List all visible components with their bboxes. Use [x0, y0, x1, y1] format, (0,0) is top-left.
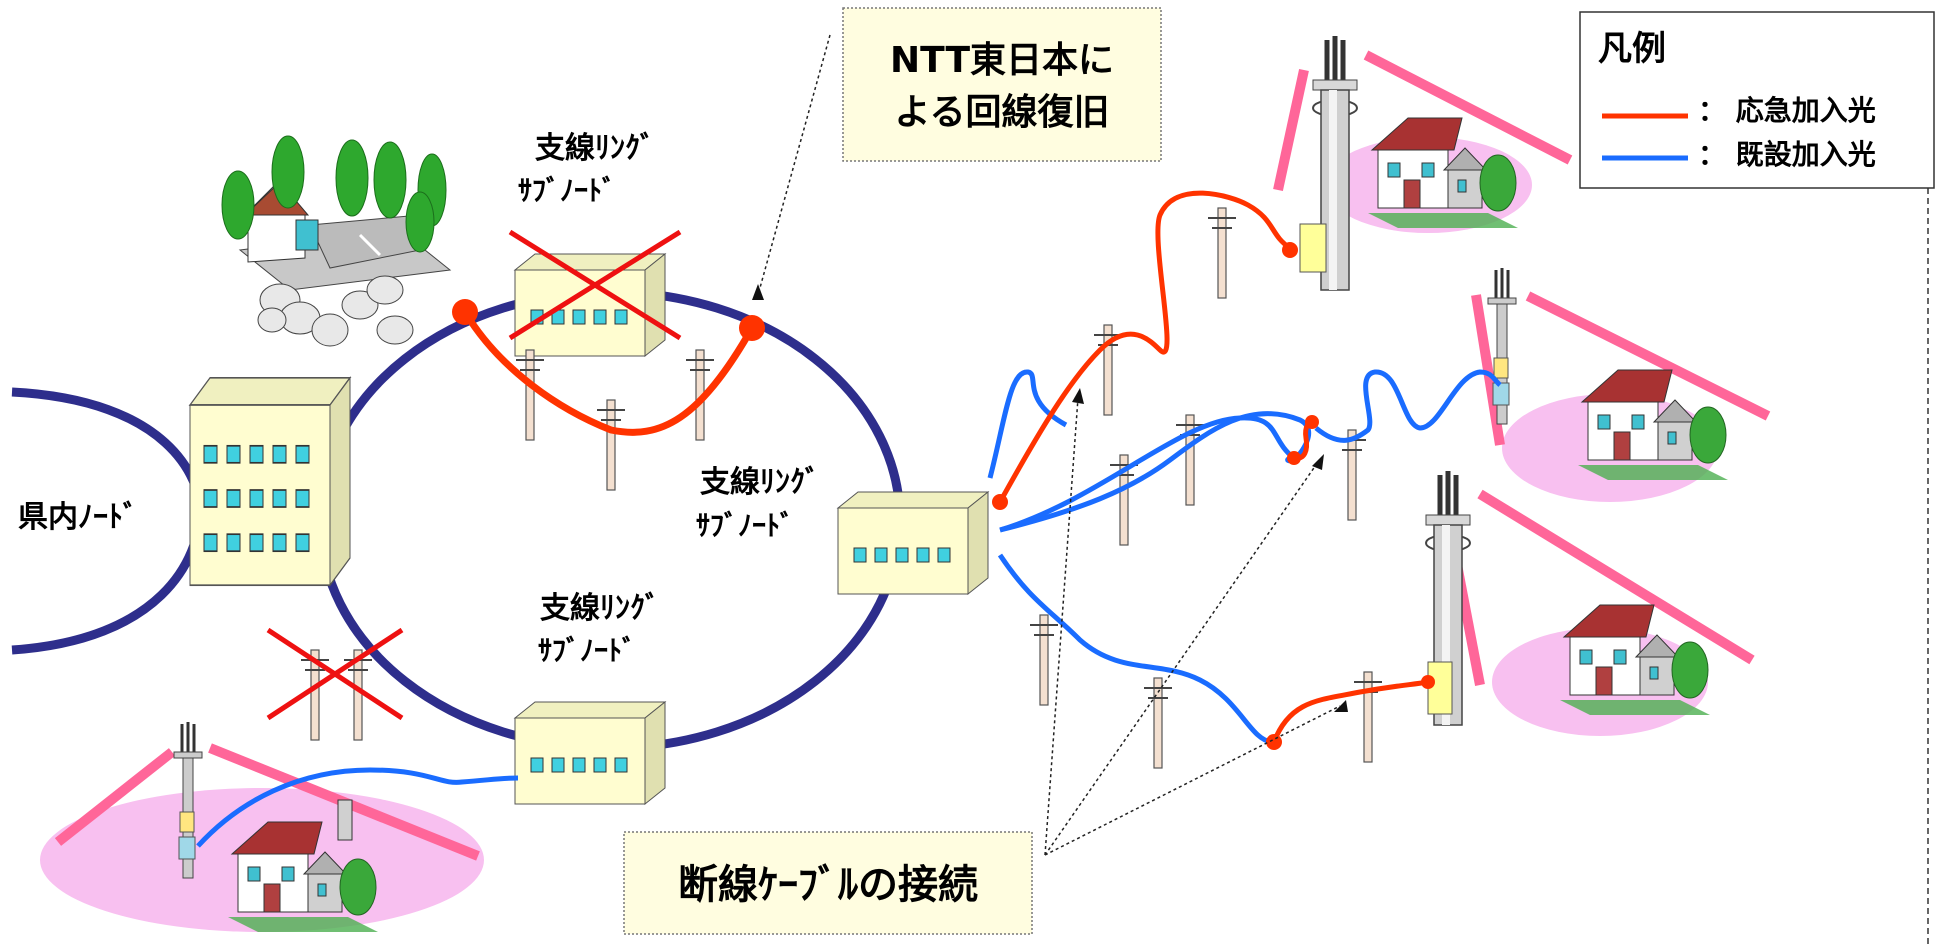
splice-point: [992, 494, 1008, 510]
utility-pole-icon: [1207, 207, 1237, 299]
prefectural-node-label: 県内ﾉｰﾄﾞ: [18, 500, 138, 535]
existing-fiber-line: [1314, 369, 1502, 443]
splice-point: [1266, 734, 1282, 750]
legend-emergency-label: ： 応急加入光: [1698, 94, 1876, 127]
cross-mark-icon: [508, 229, 682, 341]
emergency-fiber-line: [1271, 679, 1429, 743]
legend-existing-label: ： 既設加入光: [1698, 138, 1876, 171]
legend-title: 凡例: [1598, 29, 1666, 69]
cross-mark-icon: [266, 627, 404, 721]
ntt-restoration-label-line1: NTT東日本に: [890, 40, 1114, 81]
existing-fiber-line: [997, 553, 1273, 745]
branch-ring: [315, 287, 905, 753]
top-subnode-label-line1: 支線ﾘﾝｸﾞ: [535, 131, 655, 166]
top-subnode-building-icon: [514, 253, 666, 357]
forest-landslide-icon: [221, 135, 452, 347]
utility-pole-icon: [596, 399, 626, 491]
right-subnode-label-line2: ｻﾌﾞﾉｰﾄﾞ: [696, 509, 794, 542]
legend: 凡例 ： 応急加入光 ： 既設加入光: [1579, 11, 1935, 189]
splice-point: [1421, 675, 1435, 689]
cable-reconnect-label: 断線ｹｰﾌﾞﾙの接続: [678, 862, 978, 908]
arrowhead: [1072, 388, 1084, 404]
right-subnode-label-line1: 支線ﾘﾝｸﾞ: [700, 465, 820, 500]
utility-pole-icon: [1029, 614, 1059, 706]
antenna-beam: [1471, 294, 1505, 446]
top-subnode-label-line2: ｻﾌﾞﾉｰﾄﾞ: [518, 174, 616, 207]
splice-point: [739, 315, 765, 341]
equipment-box: [1427, 661, 1453, 715]
emergency-bypass-fiber: [462, 310, 756, 436]
bottom-subnode-label-line2: ｻﾌﾞﾉｰﾄﾞ: [538, 634, 636, 667]
ntt-restoration-label-line2: よる回線復旧: [895, 92, 1110, 133]
splice-point: [452, 299, 478, 325]
arrowhead: [752, 284, 764, 300]
bottom-subnode-building-icon: [514, 701, 666, 805]
splice-point: [1282, 242, 1298, 258]
existing-fiber-line: [987, 369, 1068, 479]
right-subnode-building-icon: [837, 491, 989, 595]
emergency-fiber-line: [997, 190, 1292, 504]
antenna-beam: [1273, 68, 1309, 192]
equipment-box: [1299, 223, 1327, 273]
chimney: [337, 799, 353, 841]
prefectural-node-building-icon: [188, 376, 352, 587]
cable-reconnect-callout: [623, 831, 1033, 935]
antenna-beam: [1477, 489, 1755, 665]
ntt-restoration-callout: [842, 7, 1162, 162]
existing-fiber-line: [196, 767, 519, 848]
antenna-beam: [54, 748, 176, 846]
utility-pole-icon: [1337, 429, 1367, 521]
utility-pole-icon: [1353, 671, 1383, 763]
arrowhead: [1334, 700, 1348, 712]
bottom-subnode-label-line1: 支線ﾘﾝｸﾞ: [540, 591, 660, 626]
antenna-beam: [1525, 291, 1771, 421]
splice-point: [1287, 451, 1301, 465]
splice-point: [1305, 415, 1319, 429]
arrowhead: [1312, 454, 1324, 470]
antenna-beam: [1363, 50, 1573, 165]
leader-lines: [757, 34, 1341, 856]
